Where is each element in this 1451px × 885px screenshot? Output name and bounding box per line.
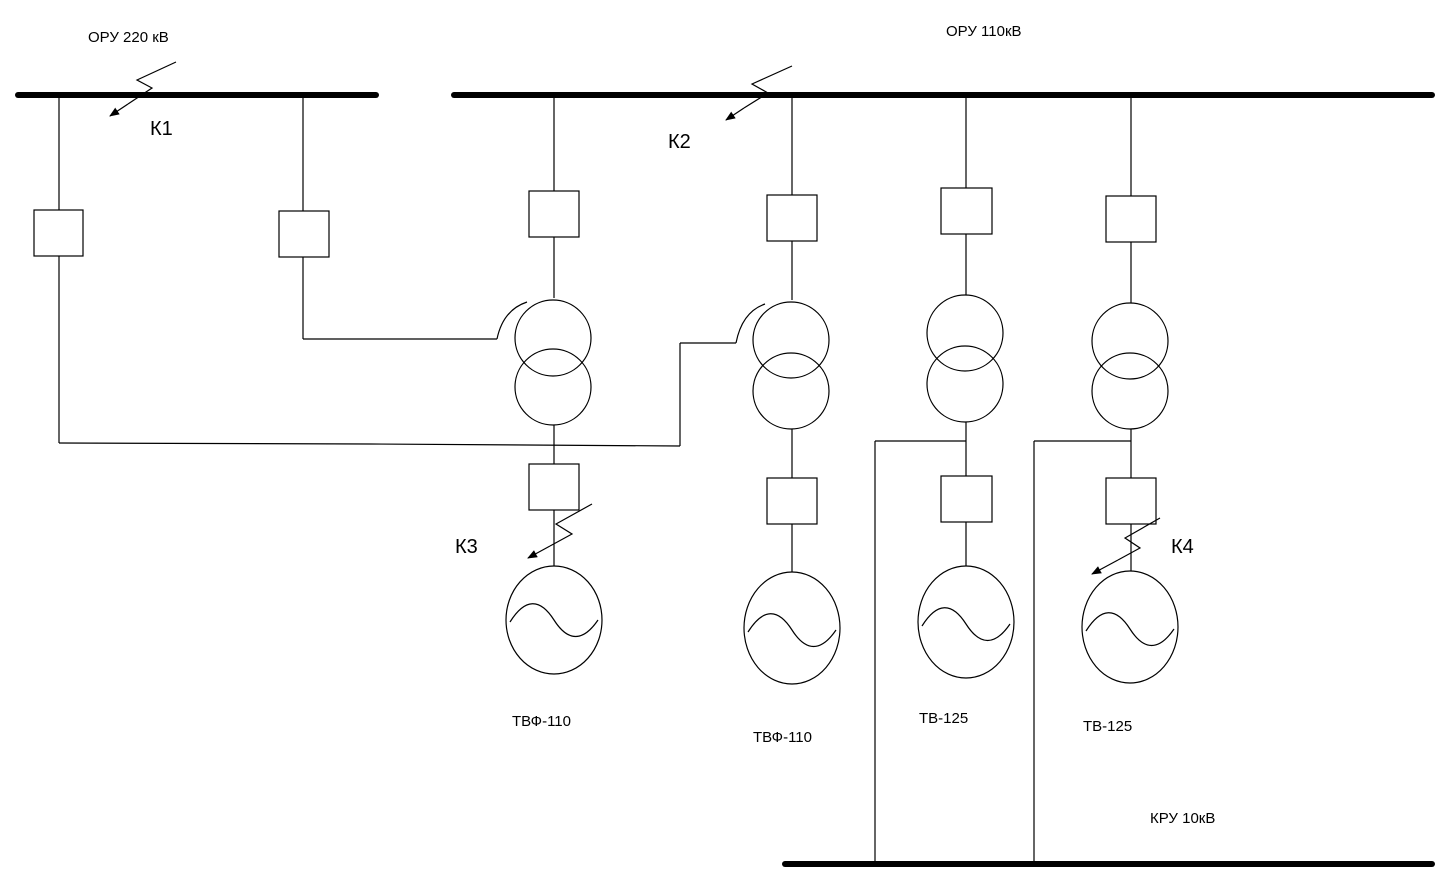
transformer-winding-hv — [514, 299, 592, 377]
transformer-winding-lv — [926, 345, 1004, 423]
fault-k4-label: К4 — [1171, 536, 1194, 558]
circuit-breaker — [33, 209, 84, 257]
generator-symbol — [743, 571, 841, 685]
bus-220kv-label: ОРУ 220 кВ — [88, 29, 169, 46]
sine-wave-icon — [921, 607, 1011, 641]
transformer-winding-hv — [1091, 302, 1169, 380]
circuit-breaker — [528, 190, 580, 238]
generator-label: ТВ-125 — [919, 710, 968, 727]
unit-2: ТВФ-110 — [743, 95, 841, 746]
circuit-breaker — [766, 477, 818, 525]
fault-k1-label: К1 — [150, 118, 173, 140]
transformer-winding-hv — [926, 294, 1004, 372]
generator-label: ТВ-125 — [1083, 718, 1132, 735]
fault-k3: К3 — [455, 503, 593, 559]
fault-k1: К1 — [109, 61, 177, 140]
feeder-220kv-left — [33, 95, 766, 447]
bus-10kv-label: КРУ 10кВ — [1150, 810, 1215, 827]
fault-k4: К4 — [1091, 517, 1194, 575]
bus-110kv-label: ОРУ 110кВ — [946, 23, 1022, 40]
generator-label: ТВФ-110 — [512, 713, 571, 730]
transformer-winding-lv — [514, 348, 592, 426]
fault-k3-label: К3 — [455, 536, 478, 558]
generator-label: ТВФ-110 — [753, 729, 812, 746]
fault-k2-label: К2 — [668, 131, 691, 153]
transformer-winding-lv — [752, 352, 830, 430]
transformer-winding-lv — [1091, 352, 1169, 430]
circuit-breaker — [1105, 477, 1157, 525]
circuit-breaker — [940, 187, 993, 235]
circuit-breaker — [278, 210, 330, 258]
circuit-breaker — [940, 475, 993, 523]
sine-wave-icon — [1085, 612, 1175, 646]
sine-wave-icon — [747, 613, 837, 647]
transformer-winding-hv — [752, 301, 830, 379]
unit-1: ТВФ-110 — [505, 95, 603, 730]
circuit-breaker — [528, 463, 580, 511]
circuit-breaker — [1105, 195, 1157, 243]
generator-symbol — [505, 565, 603, 675]
sine-wave-icon — [509, 603, 599, 637]
feeder-220kv-right — [278, 95, 528, 340]
generator-symbol — [917, 565, 1015, 679]
unit-4: ТВ-125 — [1033, 95, 1179, 864]
unit-3: ТВ-125 — [874, 95, 1015, 864]
circuit-breaker — [766, 194, 818, 242]
generator-symbol — [1081, 570, 1179, 684]
fault-k2: К2 — [668, 65, 793, 153]
